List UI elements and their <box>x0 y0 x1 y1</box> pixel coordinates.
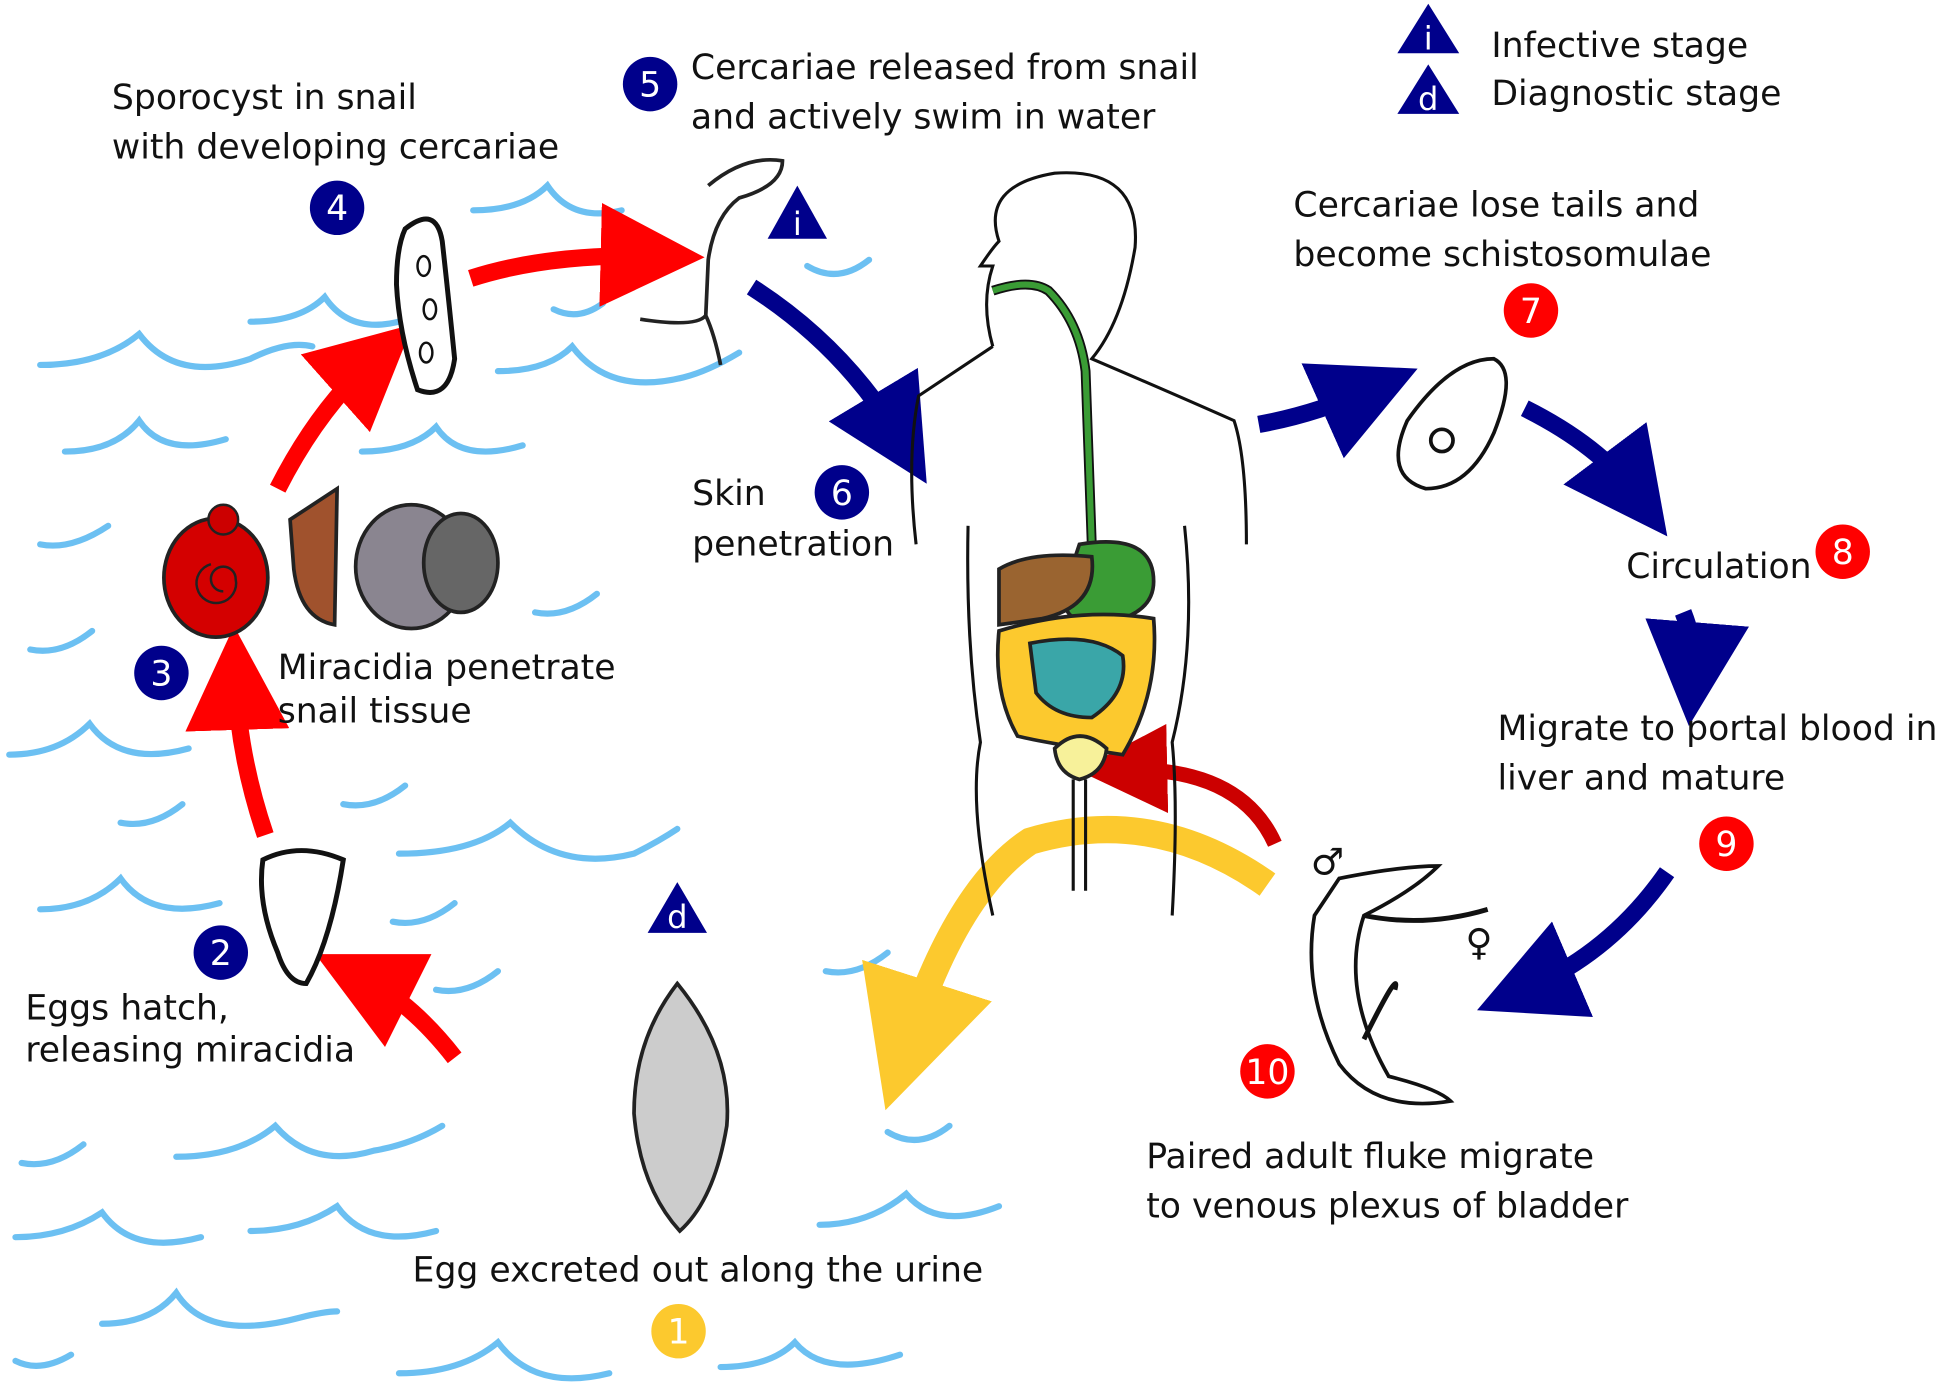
step-label: Egg excreted out along the urine <box>413 1251 984 1291</box>
step-number: 4 <box>326 189 348 229</box>
step-label: Paired adult fluke migrate <box>1146 1137 1594 1177</box>
step-label: releasing miracidia <box>25 1030 355 1070</box>
step-label: with developing cercariae <box>112 127 559 167</box>
step-number: 1 <box>668 1313 690 1353</box>
legend: i Infective stage d Diagnostic stage <box>1397 3 1781 118</box>
step-badge <box>1815 524 1870 579</box>
schistosomulum-illustration <box>1396 356 1509 491</box>
step-1: 1 Egg excreted out along the urine <box>413 1251 984 1359</box>
infective-stage-triangle-icon <box>1397 3 1460 54</box>
step-label: and actively swim in water <box>691 98 1156 138</box>
step-6: 6 Skin penetration <box>692 465 894 564</box>
legend-label: Infective stage <box>1491 26 1748 66</box>
legend-symbol: i <box>1424 19 1433 57</box>
step-label: Cercariae lose tails and <box>1293 186 1699 226</box>
step-badge <box>651 1303 706 1359</box>
step-9: 9 Migrate to portal blood in liver and m… <box>1498 709 1938 871</box>
step-number: 9 <box>1715 825 1737 865</box>
step-7: 7 Cercariae lose tails and become schist… <box>1293 186 1711 338</box>
step-label: Miracidia penetrate <box>278 648 616 688</box>
legend-infective: i Infective stage <box>1397 3 1748 66</box>
step-3: 3 Miracidia penetrate snail tissue <box>134 645 616 732</box>
step-label: become schistosomulae <box>1293 235 1711 275</box>
legend-diagnostic: d Diagnostic stage <box>1397 64 1781 118</box>
diagnostic-marker-symbol: d <box>667 898 687 936</box>
infective-stage-marker-icon <box>767 185 828 239</box>
step-number: 8 <box>1832 533 1854 573</box>
step-number: 3 <box>150 654 172 694</box>
step-label: Circulation <box>1626 547 1811 587</box>
step-label: to venous plexus of bladder <box>1146 1186 1629 1226</box>
cycle-arrows <box>185 202 1749 1111</box>
step-label: Sporocyst in snail <box>112 78 417 118</box>
step-number: 7 <box>1520 292 1542 332</box>
snails-illustration <box>162 485 500 639</box>
legend-symbol: d <box>1418 80 1438 118</box>
adult-fluke-pair-illustration <box>1309 864 1489 1106</box>
human-body-illustration <box>910 171 1248 916</box>
step-badge <box>622 56 678 112</box>
step-label: snail tissue <box>278 692 472 732</box>
step-number: 10 <box>1245 1053 1289 1093</box>
step-label: Cercariae released from snail <box>691 48 1199 88</box>
step-8: 8 Circulation <box>1626 524 1870 587</box>
step-badge <box>814 465 870 520</box>
step-label: liver and mature <box>1498 758 1786 798</box>
step-2: 2 Eggs hatch, releasing miracidia <box>25 925 355 1070</box>
step-badge <box>1503 283 1559 338</box>
step-label: penetration <box>692 524 894 564</box>
step-badge <box>1240 1044 1295 1099</box>
step-4: 4 Sporocyst in snail with developing cer… <box>112 78 559 236</box>
egg-illustration <box>632 980 730 1234</box>
step-number: 5 <box>639 65 661 105</box>
water-waves <box>6 180 1003 1382</box>
diagnostic-stage-marker-icon <box>647 882 708 933</box>
step-badge <box>134 645 189 701</box>
step-badge <box>1699 816 1754 871</box>
step-label: Eggs hatch, <box>25 988 229 1028</box>
male-symbol: ♂ <box>1311 841 1344 884</box>
step-number: 2 <box>210 934 232 974</box>
step-10: 10 Paired adult fluke migrate to venous … <box>1146 1044 1629 1226</box>
sporocyst-illustration <box>394 216 458 395</box>
step-badge <box>309 180 365 236</box>
step-label: Migrate to portal blood in <box>1498 709 1938 749</box>
step-badge <box>193 925 249 980</box>
miracidium-illustration <box>259 848 347 987</box>
infective-marker-symbol: i <box>793 205 802 243</box>
step-label: Skin <box>692 474 766 514</box>
step-number: 6 <box>831 474 853 514</box>
female-symbol: ♀ <box>1465 921 1492 964</box>
cercaria-illustration <box>639 157 785 366</box>
legend-label: Diagnostic stage <box>1491 74 1781 114</box>
diagnostic-stage-triangle-icon <box>1397 64 1460 114</box>
step-5: 5 Cercariae released from snail and acti… <box>622 48 1199 138</box>
